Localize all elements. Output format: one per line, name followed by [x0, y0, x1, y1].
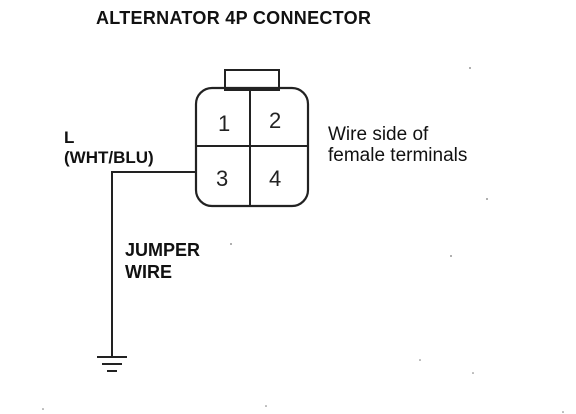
terminal-4: 4	[269, 166, 281, 191]
jumper-wire	[111, 171, 196, 356]
terminal-2: 2	[269, 108, 281, 133]
side-note-line-2: female terminals	[328, 145, 468, 166]
jumper-label-line-2: WIRE	[125, 262, 172, 282]
scan-specks	[42, 67, 564, 413]
diagram-title: ALTERNATOR 4P CONNECTOR	[96, 8, 372, 28]
jumper-label-line-1: JUMPER	[125, 240, 201, 260]
wire-color-label: (WHT/BLU)	[64, 148, 154, 167]
terminal-1: 1	[218, 111, 230, 136]
ground-icon	[97, 356, 127, 372]
wire-terminal-label: L	[64, 128, 75, 147]
terminal-3: 3	[216, 166, 228, 191]
side-note-line-1: Wire side of	[328, 124, 429, 145]
connector-latch	[224, 69, 280, 91]
